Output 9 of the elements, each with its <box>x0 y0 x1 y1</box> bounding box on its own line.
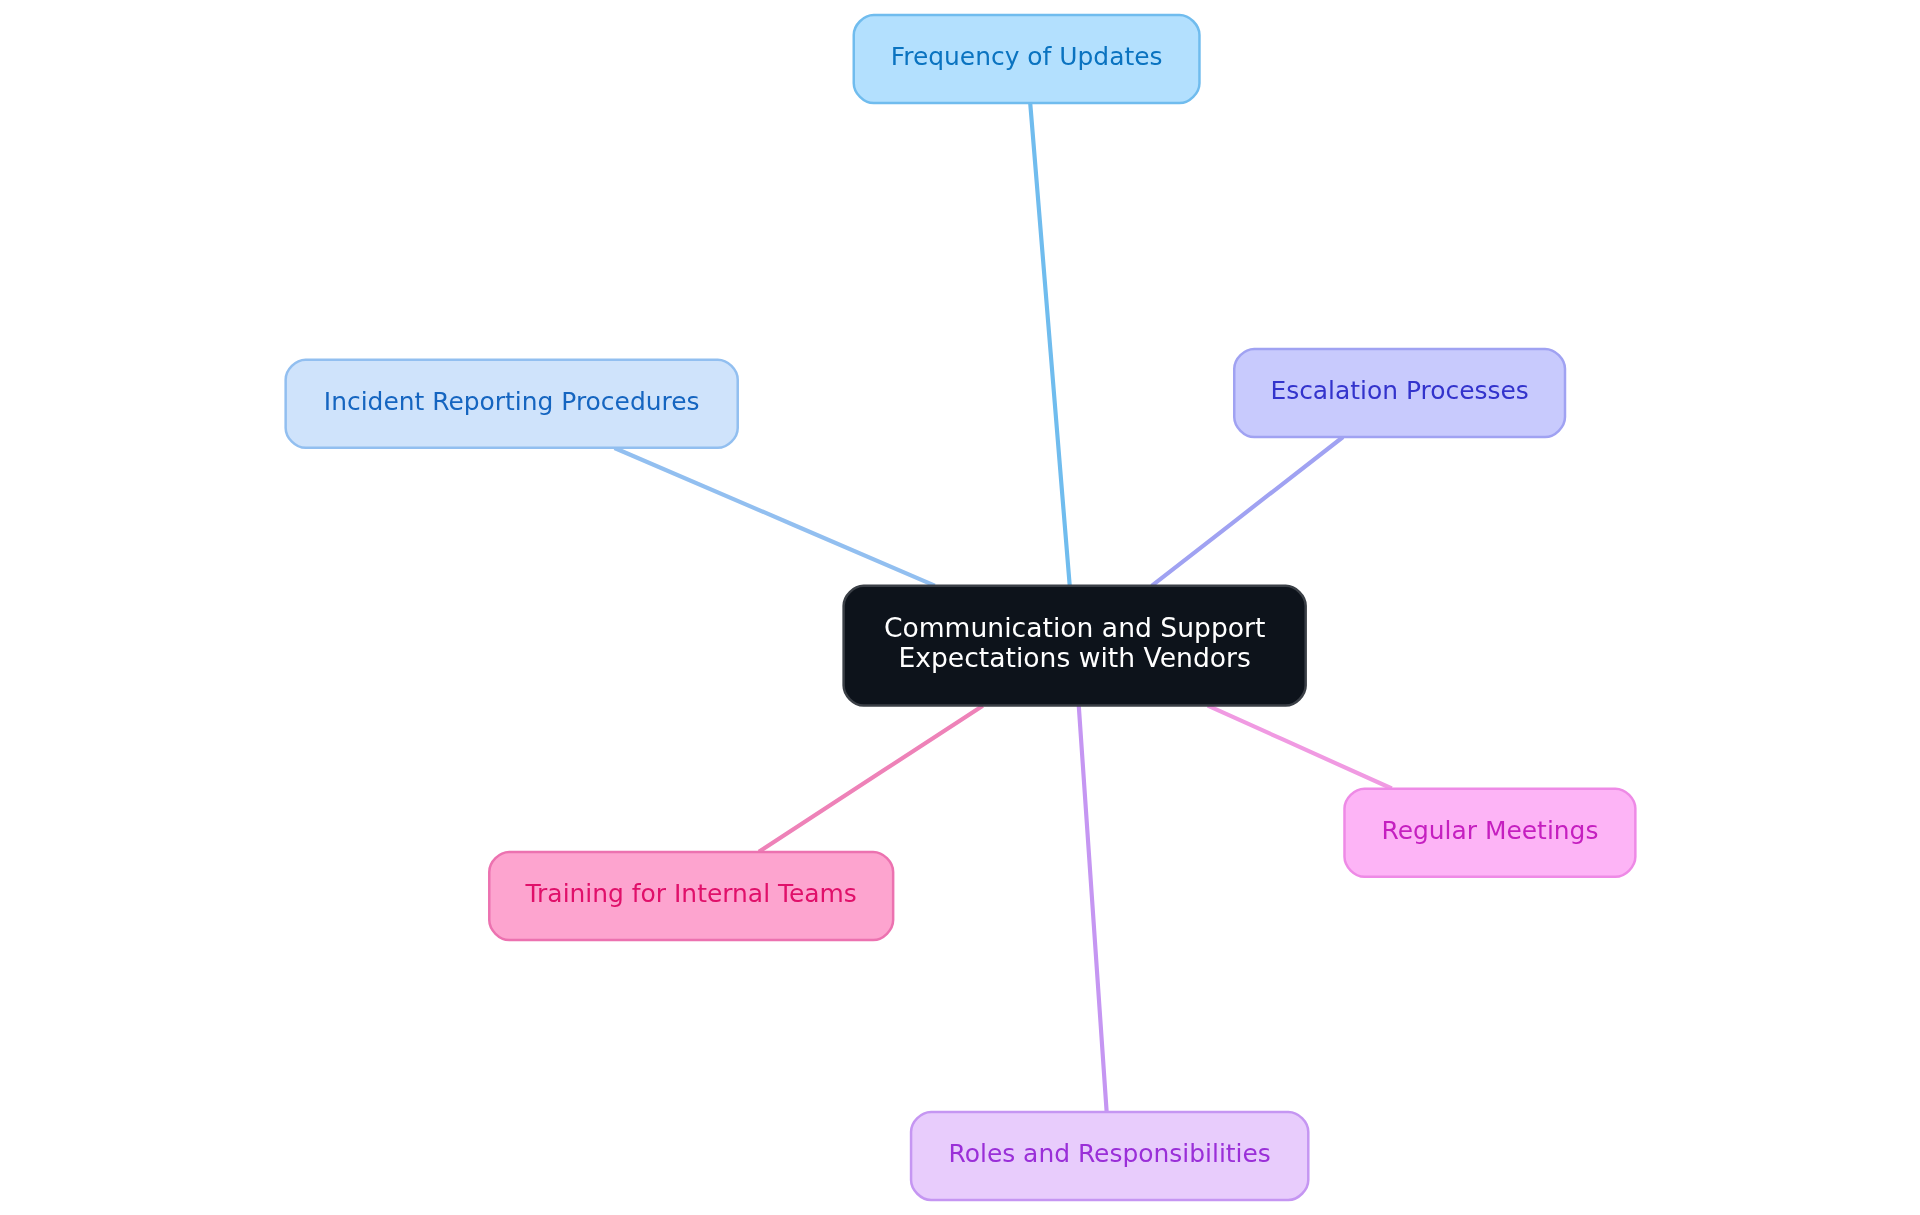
node-box: Communication and Support Expectations with Vendors <box>841 584 1307 707</box>
node-box: Incident Reporting Procedures <box>283 358 739 450</box>
node-box: Training for Internal Teams <box>487 850 894 942</box>
node-box: Regular Meetings <box>1342 787 1637 878</box>
node-box: Roles and Responsibilities <box>909 1110 1310 1202</box>
connector <box>1027 103 1072 586</box>
node-box: Frequency of Updates <box>852 13 1201 105</box>
node-box: Escalation Processes <box>1232 347 1566 439</box>
connector <box>1076 705 1109 1112</box>
